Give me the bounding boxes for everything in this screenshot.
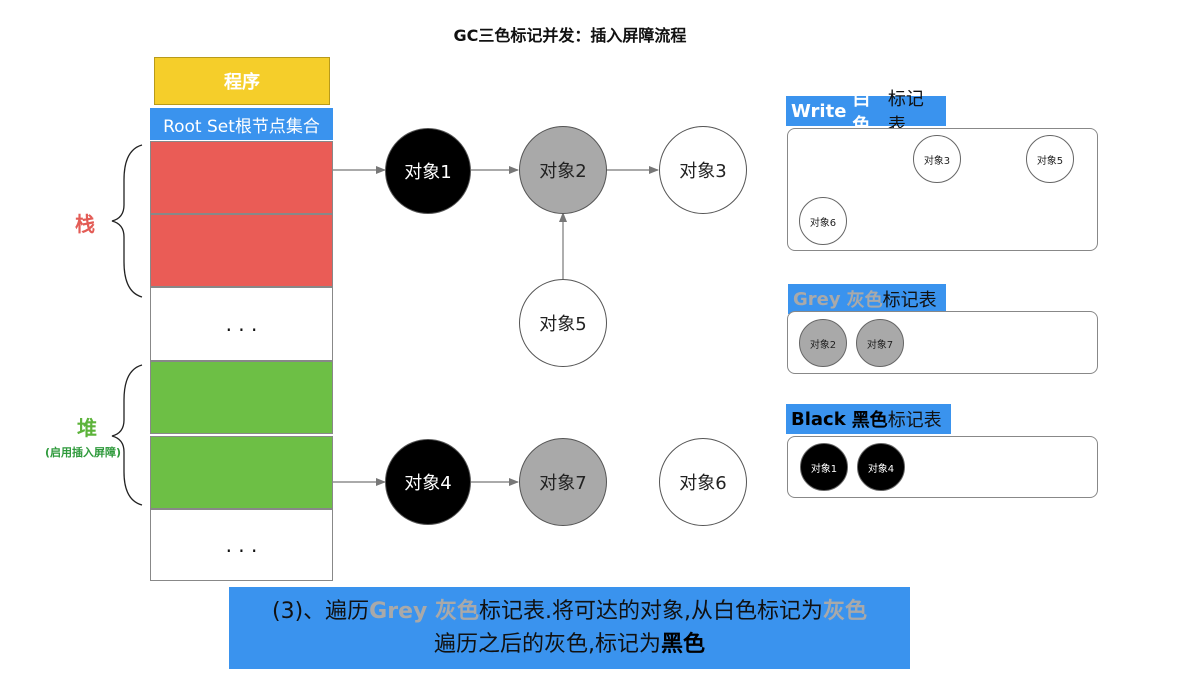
step-caption: (3)、遍历Grey 灰色标记表.将可达的对象,从白色标记为灰色 遍历之后的灰色… [229,587,910,669]
white-table-item: 对象3 [913,135,961,183]
grey-table-title-cn: 灰色 [846,290,883,311]
heap-note: (启用插入屏障) [44,446,122,459]
caption-line-1: (3)、遍历Grey 灰色标记表.将可达的对象,从白色标记为灰色 [229,595,910,628]
stack-label: 栈 [75,212,95,236]
grey-table-title-en: Grey [793,288,841,310]
program-box: 程序 [154,57,330,105]
white-table-item: 对象5 [1026,135,1074,183]
caption-grey-en: Grey 灰色 [369,599,479,624]
stack-ellipsis-cell: . . . [150,287,333,361]
black-table-header: Black 黑色 标记表 [786,404,951,434]
caption-grey-cn: 灰色 [823,599,868,624]
rootset-label: Root Set根节点集合 [150,108,333,140]
black-table-item: 对象1 [800,443,848,491]
stack-slot-1 [150,141,333,214]
white-table-title-en: Write [791,100,847,122]
heap-slot-1 [150,361,333,434]
white-table-header: Write 白色 标记表 [786,89,946,136]
object-6-node: 对象6 [659,438,747,526]
stack-slot-2 [150,214,333,287]
heap-brace [111,364,143,506]
black-table-item: 对象4 [857,443,905,491]
grey-table-suffix: 标记表 [882,290,937,311]
caption-part3: 遍历之后的灰色,标记为 [433,632,661,657]
heap-slot-2 [150,436,333,509]
white-table-item: 对象6 [799,197,847,245]
diagram-title: GC三色标记并发：插入屏障流程 [453,26,687,45]
grey-table-header: Grey 灰色 标记表 [788,284,946,314]
object-7-node: 对象7 [519,438,607,526]
caption-line-2: 遍历之后的灰色,标记为黑色 [229,628,910,661]
ellipsis-text: . . . [225,533,258,557]
black-table-suffix: 标记表 [887,410,942,431]
object-3-node: 对象3 [659,126,747,214]
ellipsis-text: . . . [225,312,258,336]
object-1-node: 对象1 [385,128,471,214]
grey-table-item: 对象7 [856,319,904,367]
object-2-node: 对象2 [519,126,607,214]
heap-label: 堆 [77,416,97,440]
stack-brace [111,144,143,298]
heap-ellipsis-cell: . . . [150,509,333,581]
grey-table-item: 对象2 [799,319,847,367]
black-table-title-cn: 黑色 [851,410,888,431]
object-5-node: 对象5 [519,279,607,367]
caption-black: 黑色 [660,632,705,657]
caption-part2: 标记表.将可达的对象,从白色标记为 [479,599,823,624]
black-table-title-en: Black [791,408,846,430]
caption-part1: (3)、遍历 [271,599,370,624]
object-4-node: 对象4 [385,439,471,525]
